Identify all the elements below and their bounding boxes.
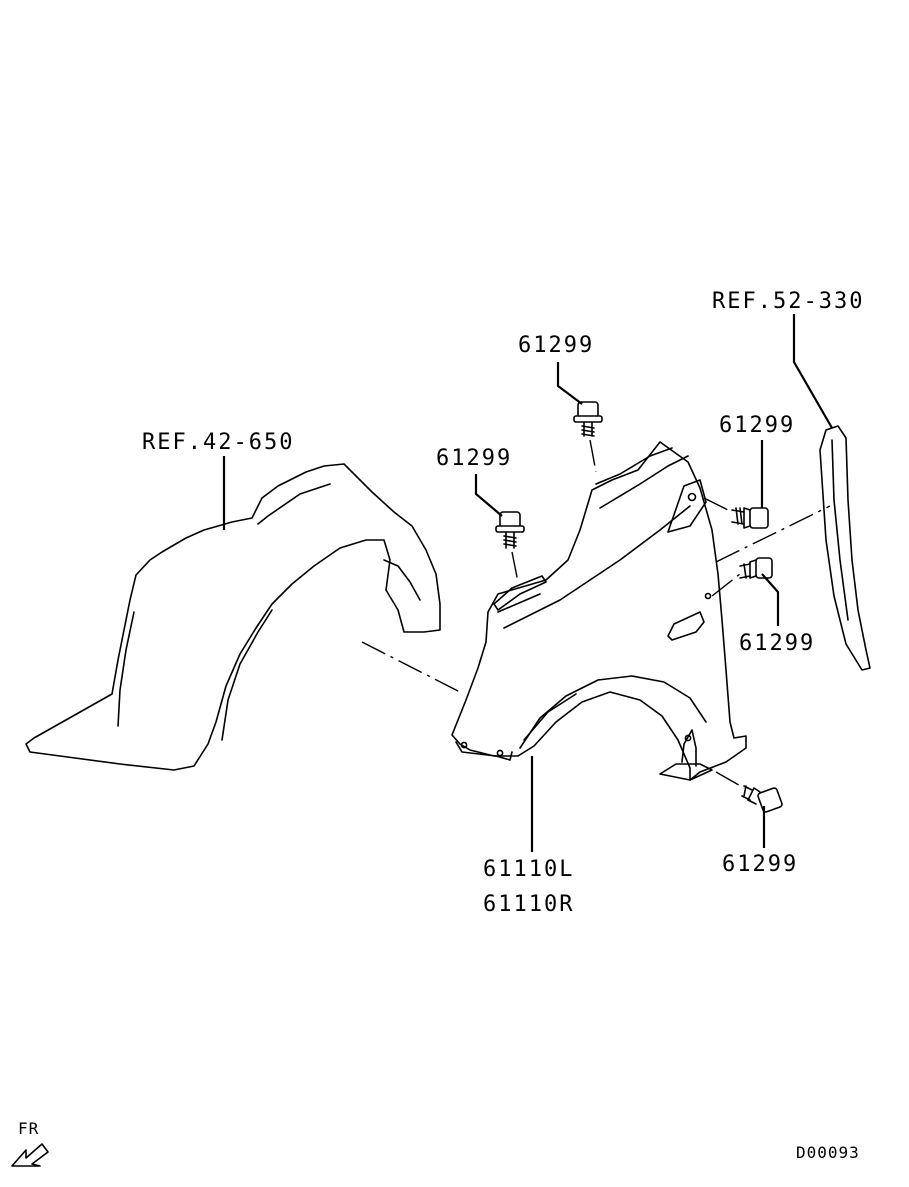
- leader-bolt-top: [556, 362, 583, 405]
- bolt-upper-left-icon: [495, 511, 525, 549]
- front-arrow-icon: [11, 1143, 49, 1167]
- bolt-mid-right-icon: [739, 557, 773, 579]
- leader-bolt-upper-left: [474, 474, 503, 517]
- front-fender: [451, 441, 747, 781]
- fender-seal: [819, 425, 871, 671]
- leader-bolt-mid-right: [761, 573, 780, 626]
- diagram-code: D00093: [796, 1143, 860, 1162]
- label-ref-42-650: REF.42-650: [142, 430, 294, 455]
- label-bolt-bottom-right: 61299: [722, 852, 798, 877]
- fender-liner: [25, 463, 441, 771]
- alignment-line-liner: [361, 641, 461, 693]
- alignment-line-seal: [715, 505, 831, 563]
- label-bolt-mid-right: 61299: [739, 631, 815, 656]
- label-fender-left: 61110L: [483, 857, 574, 882]
- alignment-line-left-bolt: [511, 551, 519, 583]
- alignment-line-mid-bolt: [711, 573, 741, 597]
- alignment-line-right-bolt: [703, 497, 733, 513]
- bolt-upper-right-icon: [731, 507, 769, 529]
- label-fender-right: 61110R: [483, 892, 574, 917]
- leader-ref-52-330: [792, 314, 833, 429]
- alignment-line-top-bolt: [589, 439, 597, 473]
- direction-label: FR: [18, 1119, 39, 1138]
- alignment-line-bottom-bolt: [715, 771, 745, 789]
- bolt-top-icon: [573, 401, 603, 437]
- bolt-bottom-right-icon: [741, 785, 783, 813]
- label-ref-52-330: REF.52-330: [712, 289, 864, 314]
- label-bolt-top: 61299: [518, 333, 594, 358]
- label-bolt-upper-left: 61299: [436, 446, 512, 471]
- label-bolt-upper-right: 61299: [719, 413, 795, 438]
